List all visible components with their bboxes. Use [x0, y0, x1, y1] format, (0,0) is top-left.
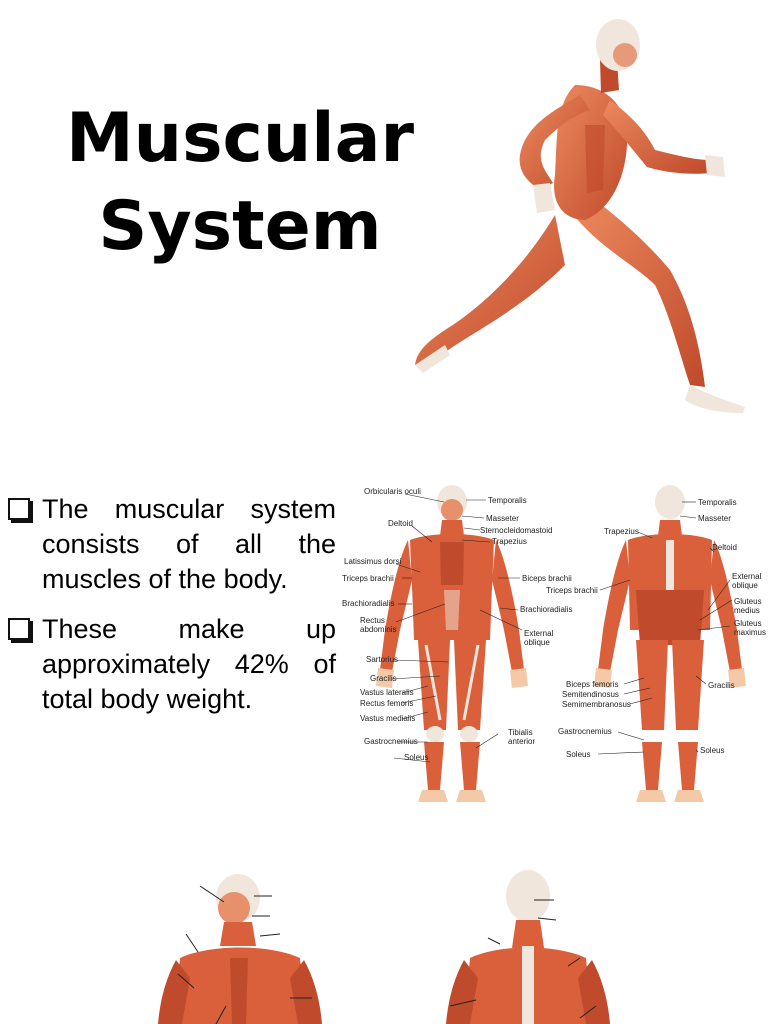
label-back-soleus-right: Soleus: [700, 746, 724, 755]
bottom-back-leader-lines: [449, 899, 597, 1019]
front-body-figure: [376, 485, 528, 802]
label-masseter: Masseter: [486, 514, 519, 523]
label-back-soleus-left: Soleus: [566, 750, 590, 759]
back-left-leader-lines: [597, 531, 653, 755]
label-gluteus-maximus-1: Gluteus: [734, 619, 762, 628]
label-oblique: oblique: [524, 638, 550, 647]
label-gluteus-maximus-2: maximus: [734, 628, 766, 637]
label-vastus-lateralis: Vastus lateralis: [360, 688, 414, 697]
label-vastus-medialis: Vastus medialis: [360, 714, 415, 723]
slide-title: Muscular System: [40, 95, 440, 271]
label-back-deltoid: Deltoid: [712, 543, 737, 552]
label-trapezius: Trapezius: [492, 537, 527, 546]
label-semitendinosus: Semitendinosus: [562, 690, 619, 699]
back-left-labels: Trapezius Triceps brachii Biceps femoris…: [546, 527, 639, 759]
running-muscle-figure-image: [415, 19, 745, 413]
label-anterior: anterior: [508, 737, 535, 746]
bullet-item: The muscular system consists of all the …: [6, 492, 336, 597]
label-tibialis: Tibialis: [508, 728, 533, 737]
bottom-front-leader-lines: [177, 885, 312, 1024]
back-body-figure: [594, 485, 746, 802]
title-line-2: System: [98, 187, 382, 266]
bullet-item: These make up approximately 42% of total…: [6, 612, 336, 717]
front-right-labels: Temporalis Masseter Sternocleidomastoid …: [480, 496, 572, 746]
label-brachioradialis: Brachioradialis: [342, 599, 394, 608]
unlabeled-muscle-diagram: [158, 870, 610, 1024]
label-rectus-femoris: Rectus femoris: [360, 699, 413, 708]
label-deltoid: Deltoid: [388, 519, 413, 528]
label-rectus: Rectus: [360, 616, 385, 625]
label-sternocleidomastoid: Sternocleidomastoid: [480, 526, 552, 535]
label-biceps-brachii: Biceps brachii: [522, 574, 572, 583]
label-back-gastrocnemius: Gastrocnemius: [558, 727, 612, 736]
label-brachioradialis-right: Brachioradialis: [520, 605, 572, 614]
label-sartorius: Sartorius: [366, 655, 398, 664]
bullet-list: The muscular system consists of all the …: [6, 492, 336, 732]
back-right-labels: Temporalis Masseter Deltoid External obl…: [698, 498, 766, 755]
label-gluteus-medius-1: Gluteus: [734, 597, 762, 606]
label-back-gracilis: Gracilis: [708, 681, 735, 690]
bottom-back-torso: [446, 870, 610, 1024]
back-right-leader-lines: [679, 501, 733, 753]
label-back-masseter: Masseter: [698, 514, 731, 523]
front-left-leader-lines: [391, 493, 449, 763]
label-orbicularis-oculi: Orbicularis oculi: [364, 487, 421, 496]
front-left-labels: Orbicularis oculi Deltoid Latissimus dor…: [342, 487, 428, 762]
label-latissimus-dorsi: Latissimus dorsi: [344, 557, 402, 566]
label-external: External: [524, 629, 554, 638]
checkbox-bullet-icon: [8, 498, 30, 520]
label-gastrocnemius: Gastrocnemius: [364, 737, 418, 746]
label-back-trapezius: Trapezius: [604, 527, 639, 536]
label-gluteus-medius-2: medius: [734, 606, 760, 615]
label-back-triceps-brachii: Triceps brachii: [546, 586, 598, 595]
title-line-1: Muscular: [65, 99, 414, 178]
label-temporalis: Temporalis: [488, 496, 527, 505]
label-biceps-femoris: Biceps femoris: [566, 680, 618, 689]
label-back-temporalis: Temporalis: [698, 498, 737, 507]
label-back-oblique: oblique: [732, 581, 758, 590]
label-abdominis: abdominis: [360, 625, 396, 634]
label-semimembranosus: Semimembranosus: [562, 700, 631, 709]
bullet-text: The muscular system consists of all the …: [42, 494, 336, 594]
label-soleus: Soleus: [404, 753, 428, 762]
label-back-external: External: [732, 572, 762, 581]
checkbox-bullet-icon: [8, 618, 30, 640]
label-triceps-brachii: Triceps brachii: [342, 574, 394, 583]
bottom-front-torso: [158, 874, 322, 1024]
label-gracilis: Gracilis: [370, 674, 397, 683]
front-right-leader-lines: [461, 499, 523, 749]
muscle-anatomy-diagram: Orbicularis oculi Deltoid Latissimus dor…: [342, 485, 766, 802]
bullet-text: These make up approximately 42% of total…: [42, 614, 336, 714]
